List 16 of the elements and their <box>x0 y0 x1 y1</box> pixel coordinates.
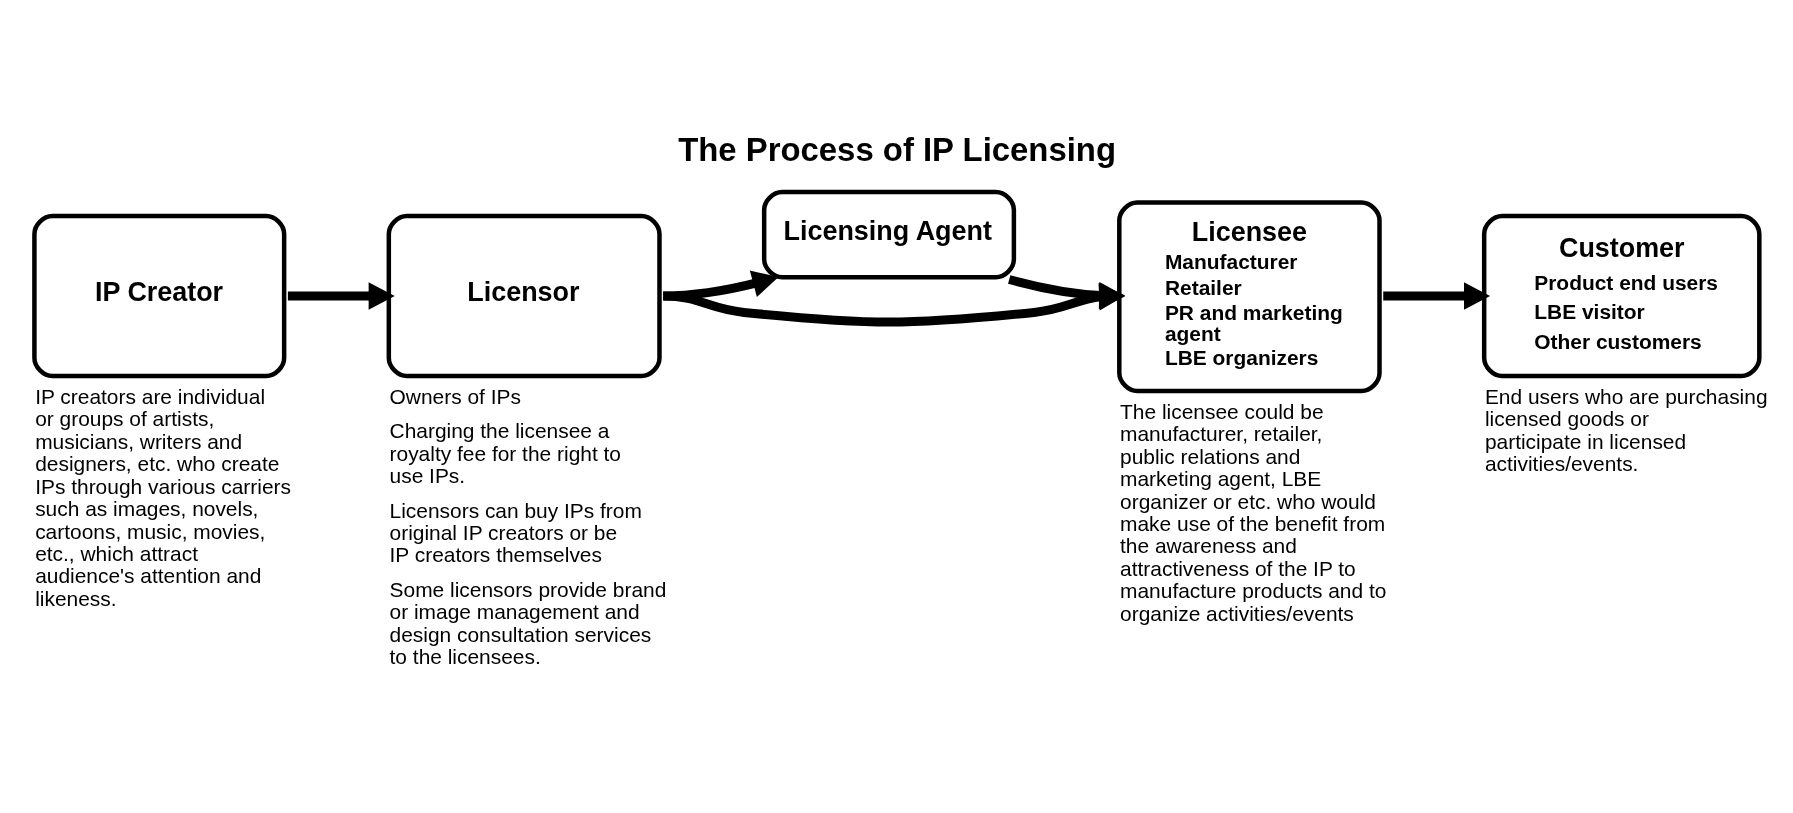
diagram-title: The Process of IP Licensing <box>678 130 1117 168</box>
node-label: Owners of IPs <box>389 384 521 408</box>
node-box: IP Creator <box>32 213 287 378</box>
node-box: Licensing Agent <box>761 189 1017 280</box>
node-label: Licensors can buy IPs from original IP creators or be IP creators themselves <box>389 498 642 566</box>
arrow <box>1383 281 1491 310</box>
node-label: Some licensors provide brand or image management and design consultation services to the licensees. <box>389 577 667 668</box>
node-label: The licensee could be manufacturer, retailer, public relations and marketing agent, LBE organizer or etc. who would make use of the benefit from the awareness and attractiveness of the IP to manufacture products and to organize activities/events <box>1120 399 1387 625</box>
node-label: Charging the licensee a royalty fee for the right to use IPs. <box>389 418 621 487</box>
node-label: IP creators are individual or groups of artists, musicians, writers and designers, etc. who create IPs through various carriers such as images, novels, cartoons, music, movies, etc., which attract audience's attention and likeness. <box>35 384 291 610</box>
node-box: Licensor <box>386 213 662 378</box>
arrow <box>287 281 395 310</box>
node-label: End users who are purchasing licensed goods or participate in licensed activities/events. <box>1484 384 1768 475</box>
node-box: Customer Product end users LBE visitor Other customers <box>1481 213 1762 378</box>
node-box: Licensee Manufacturer Retailer PR and marketing agent LBE organizers <box>1117 199 1382 393</box>
arrow <box>663 270 779 300</box>
